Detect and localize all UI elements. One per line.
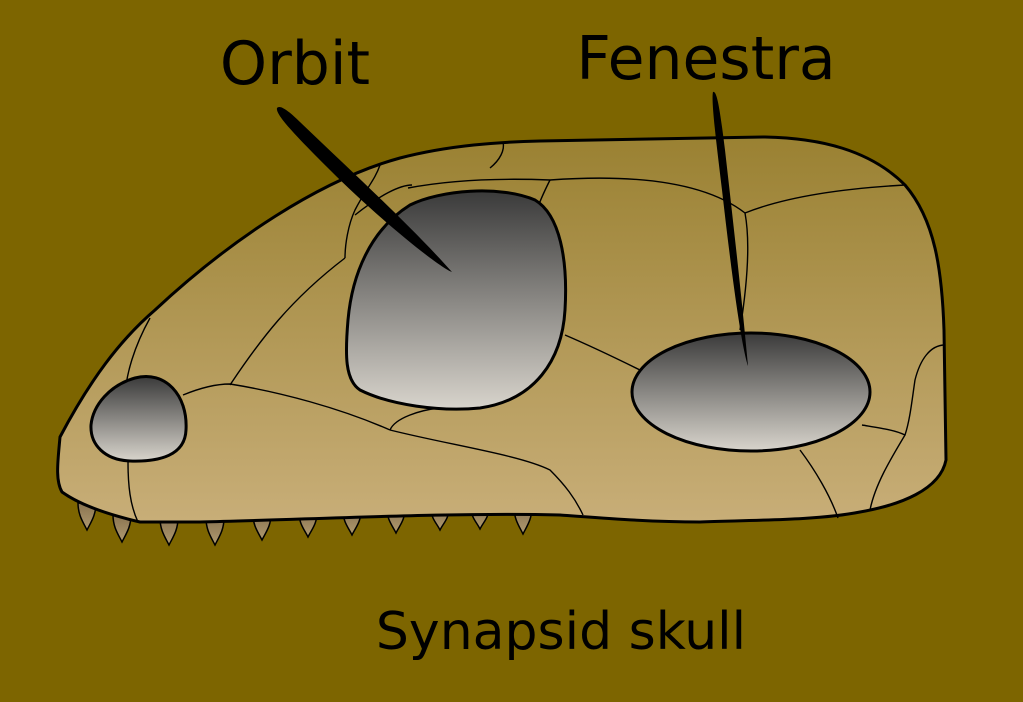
orbit-label: Orbit: [220, 29, 370, 99]
fenestra-label: Fenestra: [576, 24, 835, 94]
caption: Synapsid skull: [376, 602, 746, 662]
orbit-opening: [344, 189, 568, 411]
fenestra-pointer: [712, 91, 748, 366]
tooth: [159, 517, 179, 547]
fenestra-opening: [630, 331, 872, 453]
tooth: [205, 517, 225, 547]
nostril-opening: [89, 375, 188, 463]
orbit-pointer: [276, 106, 452, 272]
